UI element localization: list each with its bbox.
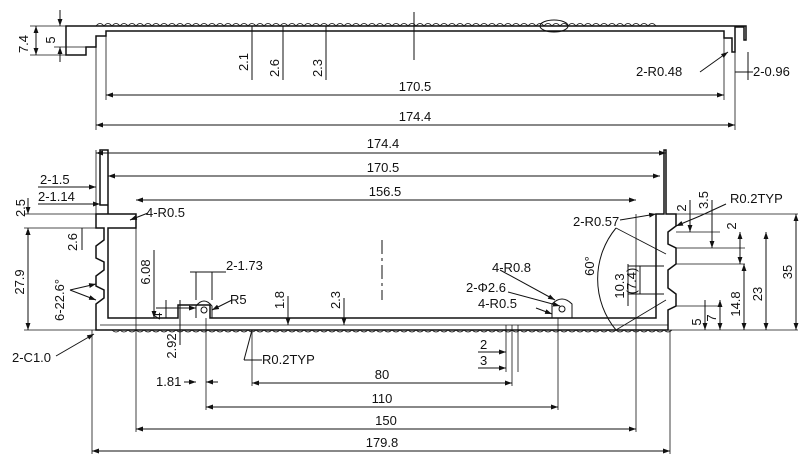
dim-2.3: 2.3 — [310, 59, 325, 77]
top-view: 7.4 5 2.1 2.6 2.3 170.5 174.4 2-R0.48 2-… — [16, 10, 790, 130]
note-60-deg: 60° — [582, 256, 597, 276]
dim-27.9: 27.9 — [12, 269, 27, 294]
dim-80: 80 — [375, 367, 389, 382]
right-screw-boss — [551, 298, 573, 318]
dim-7.4-ref: (7.4) — [624, 268, 639, 295]
dim-110: 110 — [372, 391, 393, 406]
dim-3: 3 — [480, 353, 487, 368]
dim-5-right: 5 — [689, 318, 704, 325]
note-2-C1.0: 2-C1.0 — [12, 350, 51, 365]
note-2-0.96: 2-0.96 — [753, 64, 790, 79]
dim-1.81: 1.81 — [156, 374, 181, 389]
dim-2.92: 2.92 — [164, 333, 179, 358]
dim-2-right-a: 2 — [674, 204, 689, 211]
dim-179.8: 179.8 — [366, 435, 399, 450]
note-R0.2TYP-top: R0.2TYP — [730, 191, 783, 206]
dim-23: 23 — [750, 287, 765, 301]
dim-35: 35 — [780, 265, 795, 279]
dim-174.4-front: 174.4 — [367, 136, 400, 151]
top-view-oval-mark — [539, 19, 569, 33]
dim-2.6: 2.6 — [267, 59, 282, 77]
note-2-R0.57: 2-R0.57 — [573, 214, 619, 229]
dim-14.8: 14.8 — [728, 291, 743, 316]
dim-7-right: 7 — [704, 314, 719, 321]
dim-2.3-front: 2.3 — [328, 291, 343, 309]
note-R5: R5 — [230, 292, 247, 307]
dim-174.4: 174.4 — [399, 109, 432, 124]
note-2-phi-2.6: 2-Φ2.6 — [466, 280, 506, 295]
dim-10.3: 10.3 — [612, 273, 627, 298]
note-2-1.14: 2-1.14 — [38, 189, 75, 204]
note-2-R0.48: 2-R0.48 — [636, 64, 682, 79]
dim-1.8: 1.8 — [272, 291, 287, 309]
top-view-serration — [95, 23, 657, 27]
top-view-outline — [65, 25, 747, 56]
dim-170.5: 170.5 — [399, 79, 432, 94]
left-screw-boss — [195, 300, 213, 318]
note-4-R0.8: 4-R0.8 — [492, 260, 531, 275]
note-6-22.6-deg: 6-22.6° — [52, 279, 67, 321]
dim-2-right-b: 2 — [724, 222, 739, 229]
right-screw-hole — [558, 305, 566, 313]
dim-4: 4 — [150, 312, 165, 319]
left-screw-hole — [200, 306, 208, 314]
dim-2.5: 2.5 — [13, 199, 28, 217]
note-2-1.5: 2-1.5 — [40, 172, 70, 187]
angle-60-arc — [597, 227, 617, 331]
dim-2: 2 — [480, 337, 487, 352]
note-2-1.73: 2-1.73 — [226, 258, 263, 273]
dim-7.4: 7.4 — [16, 35, 31, 53]
dim-5: 5 — [43, 36, 58, 43]
front-view: 174.4 170.5 156.5 2-1.5 2-1.14 4-R0.5 2-… — [12, 136, 799, 454]
dim-2.6-front: 2.6 — [65, 233, 80, 251]
dim-6.08: 6.08 — [138, 259, 153, 284]
front-view-outline — [95, 149, 677, 331]
note-R0.2TYP-bottom: R0.2TYP — [262, 352, 315, 367]
note-4-R0.5: 4-R0.5 — [146, 205, 185, 220]
note-4-R0.5-right: 4-R0.5 — [478, 296, 517, 311]
dim-170.5-front: 170.5 — [367, 160, 400, 175]
dim-150: 150 — [375, 413, 397, 428]
dim-2.1: 2.1 — [236, 53, 251, 71]
dim-3.5: 3.5 — [696, 191, 711, 209]
dim-156.5: 156.5 — [369, 184, 402, 199]
